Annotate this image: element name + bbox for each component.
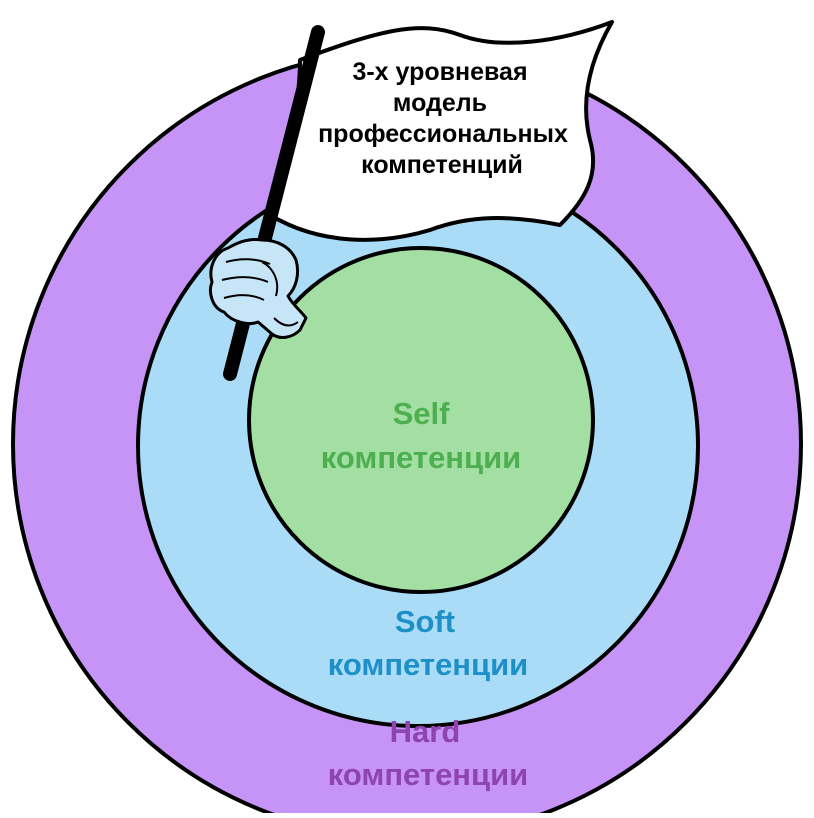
soft-label-title: Soft: [395, 604, 455, 639]
flag-title-line-1: 3-х уровневая: [352, 58, 527, 86]
hard-label-title: Hard: [390, 714, 461, 749]
hard-label-subtitle: компетенции: [328, 757, 528, 792]
flag-title: 3-х уровневая модель профессиональных ко…: [318, 58, 568, 179]
soft-label: Soft компетенции: [328, 604, 528, 682]
flag-title-line-2: модель: [393, 89, 487, 117]
hard-label: Hard компетенции: [328, 714, 528, 792]
flag-cloth: [268, 20, 614, 242]
self-label-title: Self: [393, 396, 451, 431]
self-label-subtitle: компетенции: [321, 440, 521, 475]
flag-title-line-3: профессиональных: [318, 120, 568, 148]
hand-icon: [209, 238, 308, 339]
soft-label-subtitle: компетенции: [328, 647, 528, 682]
self-label: Self компетенции: [321, 396, 521, 475]
flag-title-line-4: компетенций: [361, 151, 523, 179]
self-competencies-circle: [247, 246, 595, 594]
